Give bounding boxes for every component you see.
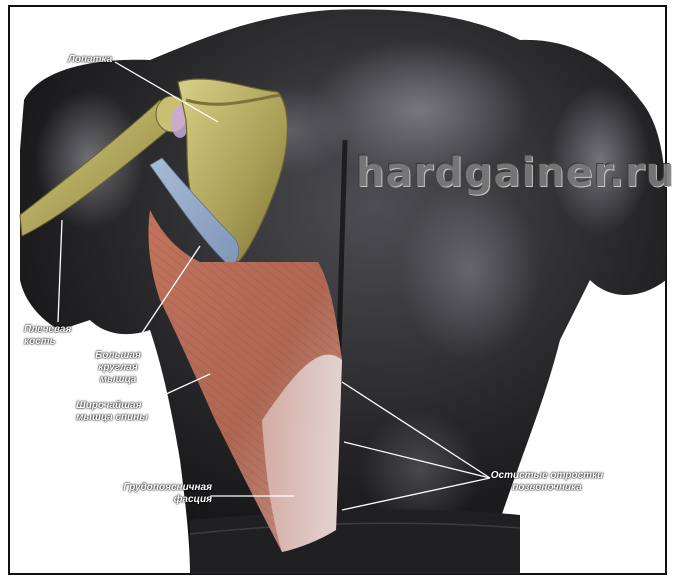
right-lat-highlight [400, 180, 540, 360]
label-latissimus-dorsi: Широчайшая мышца спины [76, 400, 148, 424]
label-humerus: Плечевая кость [24, 324, 71, 348]
label-teres-major: Большая круглая мышца [88, 350, 148, 386]
waistband [190, 510, 520, 574]
label-thoracolumbar-fascia: Грудопоясничная фасция [116, 482, 212, 506]
watermark: hardgainer.ru [356, 150, 675, 196]
label-scapula: Лопатка [68, 54, 112, 66]
label-spinous-processes: Остистые отростки позвоночника [488, 470, 606, 494]
